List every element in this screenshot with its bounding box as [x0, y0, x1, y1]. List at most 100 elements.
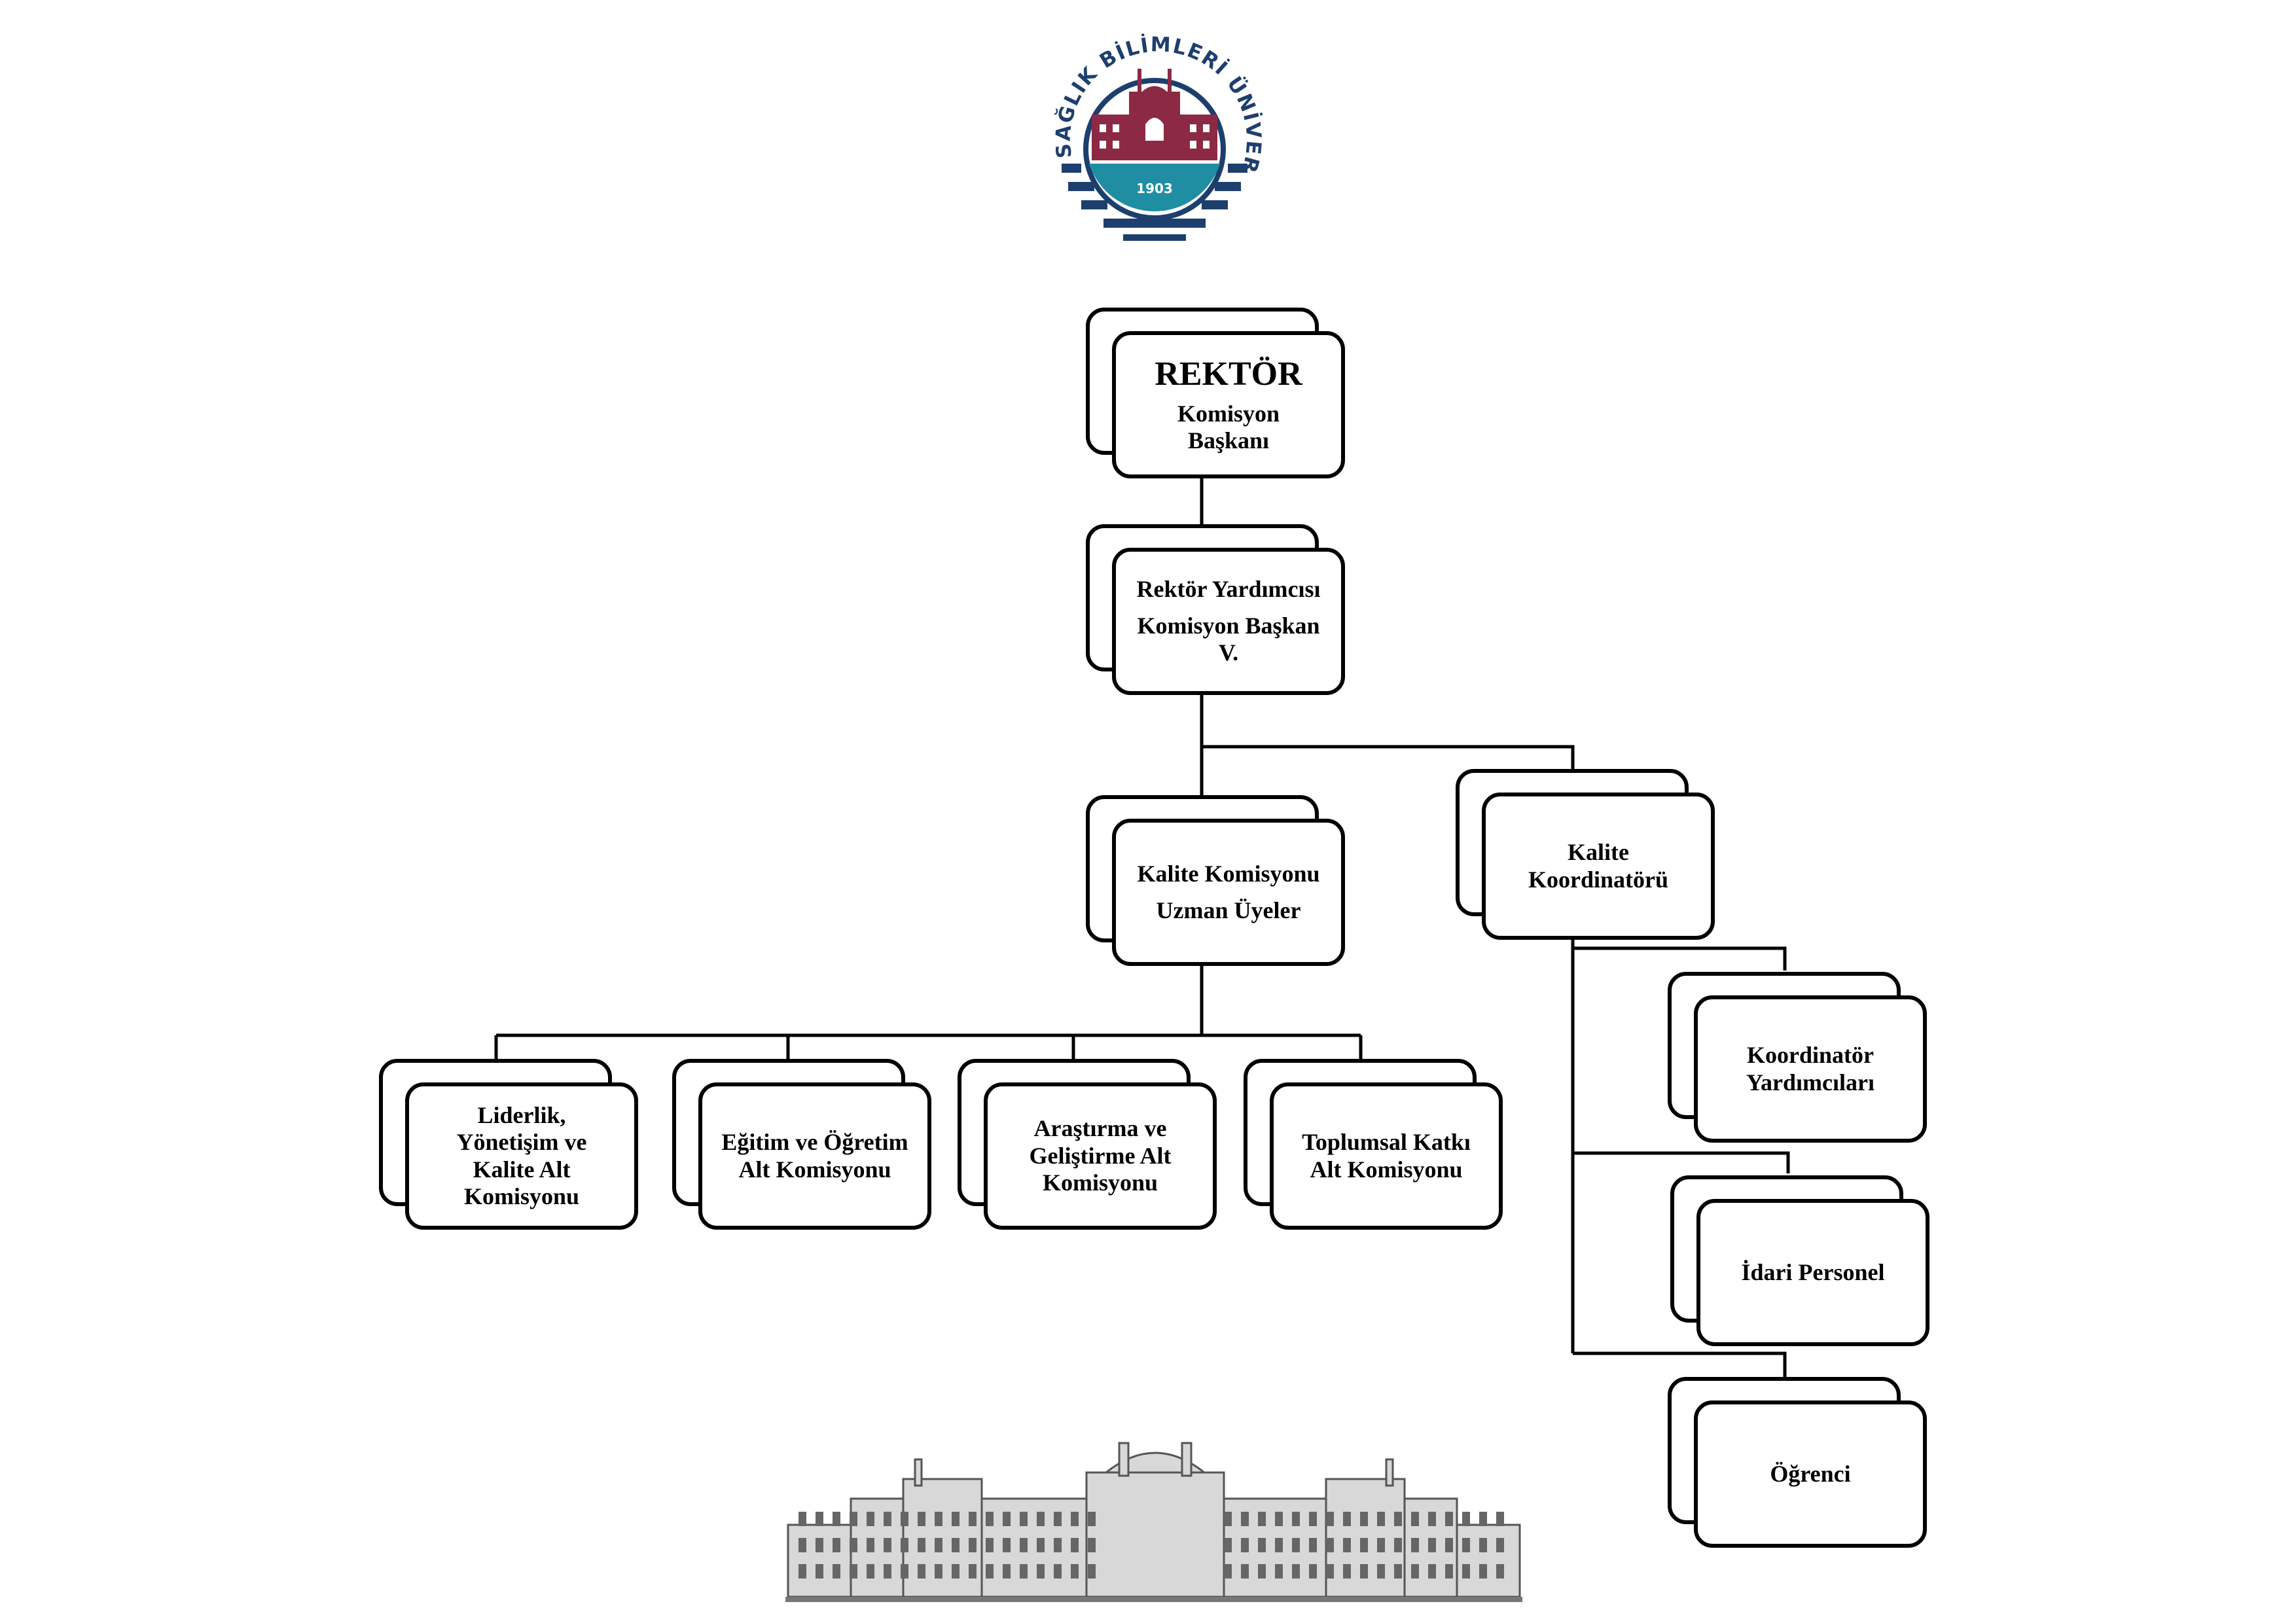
- node-liderlik-alt-komisyonu: Liderlik, Yönetişim ve Kalite Alt Komisy…: [379, 1059, 638, 1230]
- node-line: Uzman Üyeler: [1156, 897, 1301, 923]
- node-arastirma-alt-komisyonu: Araştırma ve Geliştirme Alt Komisyonu: [958, 1059, 1217, 1230]
- node-line: Kalite Alt: [473, 1156, 571, 1183]
- node-line: Koordinatör: [1747, 1042, 1874, 1069]
- building-window: [1445, 1564, 1453, 1578]
- building-window: [1037, 1512, 1045, 1526]
- node-kalite-koordinatoru: Kalite Koordinatörü: [1456, 769, 1715, 940]
- building-window: [901, 1538, 908, 1552]
- building-window: [798, 1564, 806, 1578]
- node-line: Öğrenci: [1770, 1460, 1851, 1487]
- node-egitim-alt-komisyonu: Eğitim ve Öğretim Alt Komisyonu: [672, 1059, 931, 1230]
- node-box: Liderlik, Yönetişim ve Kalite Alt Komisy…: [405, 1082, 638, 1230]
- building-window: [1088, 1538, 1096, 1552]
- building-window: [1411, 1564, 1419, 1578]
- building-window: [1360, 1512, 1368, 1526]
- building-window: [850, 1538, 857, 1552]
- node-line: Alt Komisyonu: [1310, 1156, 1463, 1183]
- building-window: [901, 1564, 908, 1578]
- building-window: [884, 1538, 891, 1552]
- building-window: [884, 1512, 891, 1526]
- building-window: [986, 1538, 994, 1552]
- building-window: [1275, 1538, 1283, 1552]
- node-kalite-komisyonu: Kalite Komisyonu Uzman Üyeler: [1086, 795, 1345, 966]
- building-window: [1054, 1538, 1062, 1552]
- node-line: Liderlik,: [477, 1101, 566, 1128]
- node-title: REKTÖR: [1155, 355, 1302, 393]
- building-window: [1411, 1538, 1419, 1552]
- building-window: [1292, 1512, 1300, 1526]
- node-line: Komisyon Başkan: [1137, 612, 1320, 639]
- building-window: [969, 1538, 977, 1552]
- building-window: [1428, 1538, 1436, 1552]
- building-window: [1054, 1564, 1062, 1578]
- building-window: [1258, 1564, 1266, 1578]
- building-window: [1292, 1538, 1300, 1552]
- building-window: [833, 1538, 840, 1552]
- building-window: [1377, 1538, 1385, 1552]
- building-window: [1360, 1564, 1368, 1578]
- node-box: Koordinatör Yardımcıları: [1694, 995, 1927, 1143]
- building-window: [1445, 1512, 1453, 1526]
- node-box: Eğitim ve Öğretim Alt Komisyonu: [698, 1082, 931, 1230]
- building-window: [1241, 1512, 1249, 1526]
- node-line: Eğitim ve Öğretim: [721, 1129, 908, 1156]
- building-window: [1326, 1538, 1334, 1552]
- building-window: [1224, 1538, 1232, 1552]
- building-window: [798, 1538, 806, 1552]
- building-window: [1054, 1512, 1062, 1526]
- node-line: İdari Personel: [1741, 1258, 1885, 1285]
- building-window: [1224, 1512, 1232, 1526]
- node-box: Araştırma ve Geliştirme Alt Komisyonu: [984, 1082, 1217, 1230]
- building-window: [816, 1512, 823, 1526]
- building-window: [1003, 1564, 1011, 1578]
- node-box: Öğrenci: [1694, 1400, 1927, 1548]
- building-window: [1088, 1512, 1096, 1526]
- node-box: Kalite Komisyonu Uzman Üyeler: [1112, 819, 1345, 966]
- building-window: [986, 1564, 994, 1578]
- building-window: [1377, 1564, 1385, 1578]
- building-window: [1343, 1512, 1351, 1526]
- building-window: [1428, 1564, 1436, 1578]
- svg-text:1903: 1903: [1136, 181, 1173, 196]
- node-line: Kalite: [1568, 839, 1629, 866]
- node-line: Komisyonu: [463, 1183, 580, 1209]
- building-window: [1275, 1564, 1283, 1578]
- building-window: [1003, 1512, 1011, 1526]
- node-box: İdari Personel: [1696, 1199, 1929, 1346]
- building-window: [816, 1564, 823, 1578]
- building-window: [1394, 1564, 1402, 1578]
- building-window: [1020, 1538, 1028, 1552]
- building-window: [1343, 1564, 1351, 1578]
- building-window: [969, 1564, 977, 1578]
- building-window: [1326, 1564, 1334, 1578]
- building-window: [867, 1538, 874, 1552]
- building-window: [1377, 1512, 1385, 1526]
- building-window: [1394, 1512, 1402, 1526]
- node-line: Yönetişim ve: [456, 1129, 587, 1156]
- building-window: [1479, 1564, 1487, 1578]
- building-window: [1309, 1512, 1317, 1526]
- building-window: [833, 1564, 840, 1578]
- building-window: [1428, 1512, 1436, 1526]
- building-window: [1462, 1512, 1470, 1526]
- building-window: [952, 1564, 960, 1578]
- building-window: [918, 1538, 925, 1552]
- building-window: [1411, 1512, 1419, 1526]
- building-window: [1394, 1538, 1402, 1552]
- building-window: [1462, 1564, 1470, 1578]
- building-window: [1224, 1564, 1232, 1578]
- building-window: [867, 1512, 874, 1526]
- building-window: [918, 1512, 925, 1526]
- building-window: [1071, 1512, 1079, 1526]
- building-window: [1496, 1538, 1504, 1552]
- node-line: Alt Komisyonu: [738, 1156, 891, 1183]
- building-window: [1241, 1564, 1249, 1578]
- building-window: [833, 1512, 840, 1526]
- node-line: Koordinatörü: [1528, 866, 1668, 893]
- node-idari-personel: İdari Personel: [1670, 1175, 1929, 1346]
- building-window: [1496, 1564, 1504, 1578]
- building-window: [1343, 1538, 1351, 1552]
- building-window: [986, 1512, 994, 1526]
- building-window: [1258, 1512, 1266, 1526]
